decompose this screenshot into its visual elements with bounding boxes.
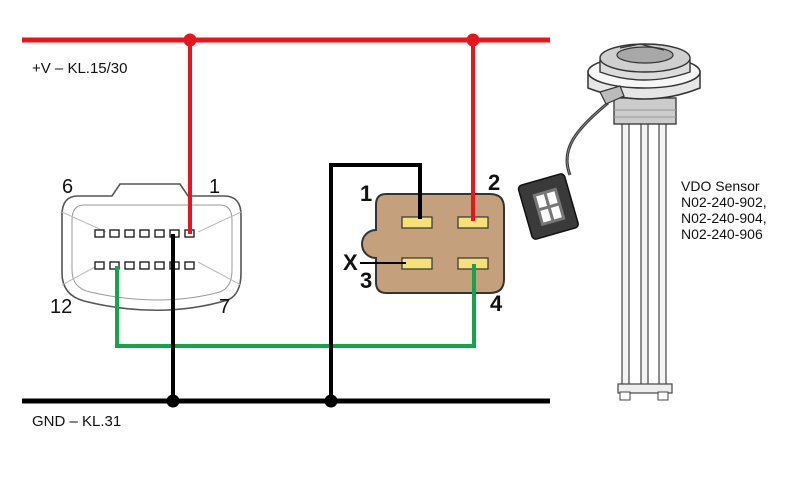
sensor-label-line-2: N02-240-902, — [681, 194, 767, 210]
supply-junction-right — [466, 33, 480, 47]
center-connector-pin-4-label: 4 — [490, 291, 503, 316]
left-connector-pin-12-label: 12 — [50, 296, 73, 318]
ground-rail-label: GND – KL.31 — [32, 413, 122, 430]
center-connector-pin-1-label: 1 — [360, 181, 373, 206]
supply-junction-left — [183, 33, 197, 47]
signal-wire — [115, 264, 476, 348]
center-connector-pin-2-label: 2 — [488, 170, 501, 195]
left-connector — [61, 183, 242, 312]
ground-junction-left — [166, 394, 180, 408]
ground-junction-right — [324, 394, 338, 408]
center-connector-pin-3-label: 3 — [360, 268, 373, 293]
center-connector — [361, 193, 505, 294]
sensor-label-line-4: N02-240-906 — [681, 226, 763, 242]
sensor-label-line-1: VDO Sensor — [681, 178, 760, 194]
left-connector-pin-7-label: 7 — [219, 296, 231, 318]
left-connector-pin-6-label: 6 — [62, 176, 74, 198]
ground-wire-center-connector — [329, 163, 422, 401]
sensor-label: VDO Sensor N02-240-902, N02-240-904, N02… — [681, 178, 767, 242]
vdo-sensor-image — [517, 43, 701, 401]
sensor-label-line-3: N02-240-904, — [681, 210, 767, 226]
pin3-x-mark: X — [343, 250, 358, 275]
supply-rail-label: +V – KL.15/30 — [32, 60, 128, 77]
left-connector-pin-1-label: 1 — [209, 176, 221, 198]
